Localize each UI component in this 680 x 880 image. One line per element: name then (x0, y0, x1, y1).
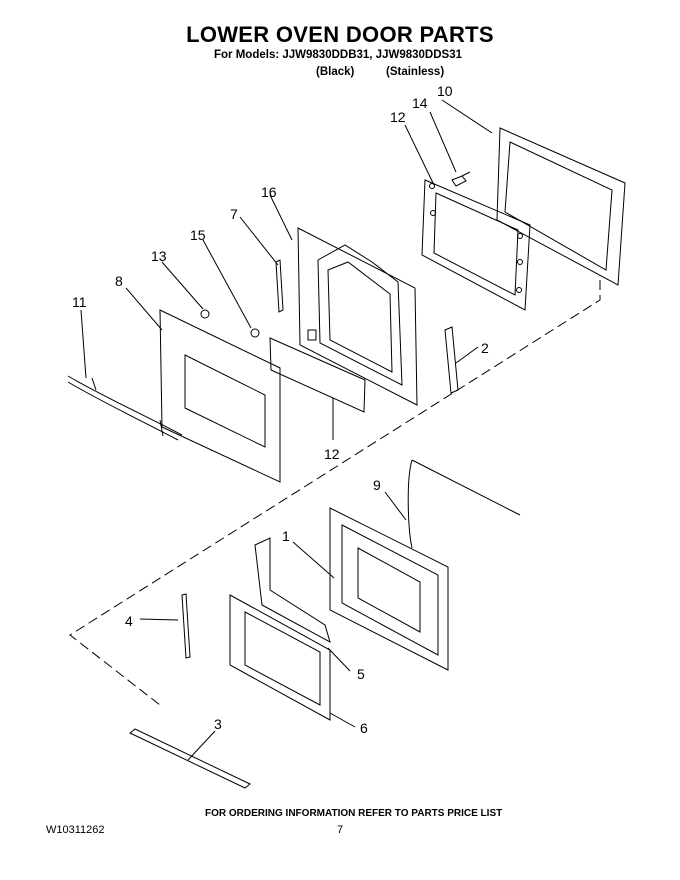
page-title: LOWER OVEN DOOR PARTS (186, 22, 494, 47)
leader-3 (187, 730, 216, 761)
page-number: 7 (337, 824, 344, 836)
inner-door-frame (329, 507, 449, 671)
door-hinge (444, 326, 459, 394)
outer-door-panel (159, 309, 281, 483)
callout-15: 15 (190, 227, 206, 243)
callout-3: 3 (214, 716, 222, 732)
callout-4: 4 (125, 613, 133, 629)
callout-5: 5 (357, 666, 365, 682)
leader-13 (429, 111, 457, 173)
fastener-part-14 (200, 309, 210, 319)
fastener-part-15 (250, 328, 260, 338)
upper-assembly-dashed-line (69, 280, 601, 706)
finish-black-label: (Black) (316, 66, 355, 78)
glass-strip (269, 337, 366, 413)
leader-5 (327, 647, 351, 672)
callout-16: 16 (261, 184, 277, 200)
leader-10 (441, 99, 493, 134)
inner-glass-frame (229, 594, 331, 721)
leader-12-upper (404, 124, 435, 186)
outer-glass-panel (496, 127, 626, 286)
leader-6 (329, 712, 356, 728)
callout-12-upper: 12 (390, 109, 406, 125)
callout-1: 1 (282, 528, 290, 544)
callout-14: 13 (151, 248, 167, 264)
leader-8 (125, 287, 163, 331)
leader-9 (384, 491, 407, 521)
leader-2 (455, 346, 479, 364)
door-gasket (407, 459, 413, 549)
ordering-note: FOR ORDERING INFORMATION REFER TO PARTS … (205, 808, 503, 819)
callout-12-lower: 12 (324, 446, 340, 462)
leader-11 (80, 309, 87, 379)
callout-9: 9 (373, 477, 381, 493)
leader-4 (139, 618, 179, 621)
trim-strip (275, 259, 284, 313)
door-handle (67, 375, 183, 441)
document-number: W10311262 (46, 824, 105, 836)
side-trim (181, 593, 191, 659)
door-liner (297, 227, 418, 406)
door-baffle (254, 537, 331, 644)
callout-11: 11 (72, 294, 87, 310)
callout-7: 7 (230, 206, 238, 222)
callout-10: 10 (437, 83, 453, 99)
leader-7 (239, 216, 279, 266)
callout-8: 8 (115, 273, 123, 289)
inner-window-frame (421, 179, 531, 311)
leader-15 (202, 239, 252, 329)
models-line: For Models: JJW9830DDB31, JJW9830DDS31 (214, 49, 462, 61)
bottom-vent (129, 728, 251, 789)
callout-6: 6 (360, 720, 368, 736)
leader-14 (161, 261, 204, 310)
finish-stainless-label: (Stainless) (386, 66, 445, 78)
screw-part-13 (451, 171, 471, 187)
callout-2: 2 (481, 340, 489, 356)
door-gasket-top (411, 459, 521, 516)
leader-1 (292, 541, 335, 579)
callout-13: 14 (412, 95, 428, 111)
leader-16 (269, 194, 293, 241)
